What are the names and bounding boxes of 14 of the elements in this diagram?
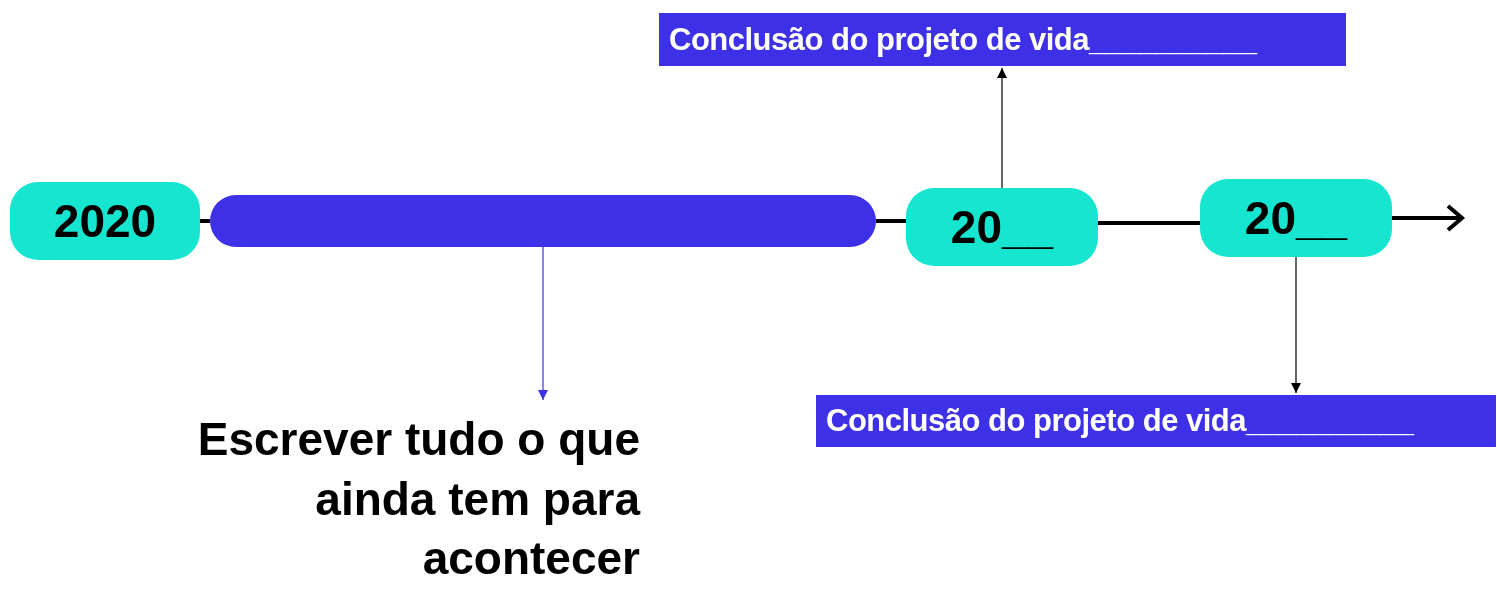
timeline-arrow [1392,204,1464,232]
timeline-line [876,219,906,223]
year-box: 20__ [906,188,1098,266]
timeline-bar [210,195,876,247]
leader-arrow [997,67,1007,189]
year-box: 2020 [10,182,200,260]
leader-arrow [538,246,548,401]
timeline-line [1098,221,1200,225]
text-banner: Conclusão do projeto de vida__________ [816,395,1496,447]
caption-text: Escrever tudo o que ainda tem para acontecer [110,402,640,597]
timeline-line [200,219,210,223]
text-banner: Conclusão do projeto de vida__________ [659,13,1346,66]
leader-arrow [1291,256,1301,394]
year-box: 20__ [1200,179,1392,257]
